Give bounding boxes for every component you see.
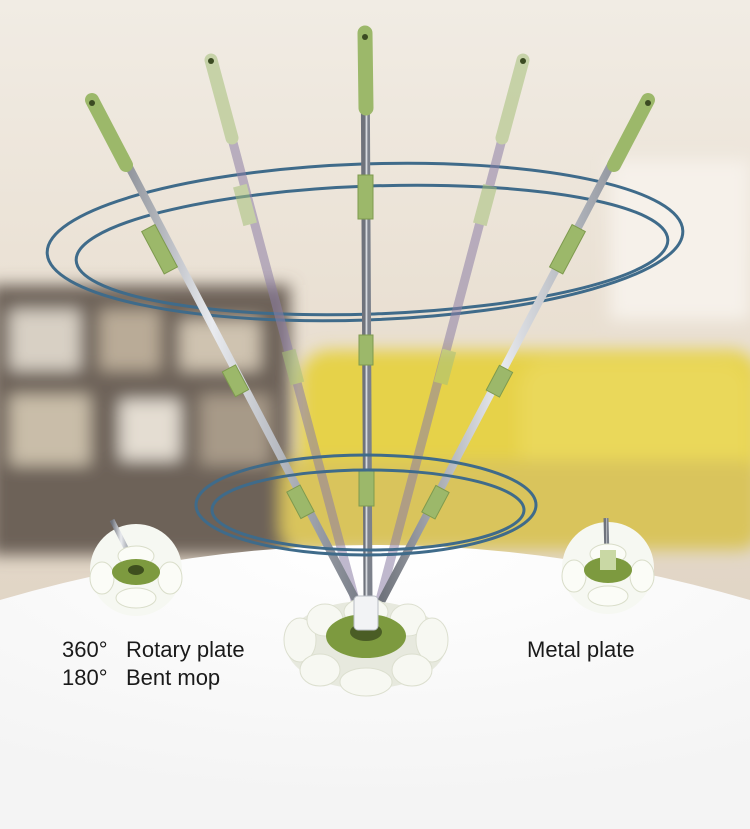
feature-line-rotary: 360° Rotary plate bbox=[62, 636, 245, 664]
lower-rotation-rings bbox=[194, 453, 538, 557]
mop-poles bbox=[85, 25, 655, 605]
degrees-value: 360° bbox=[62, 637, 108, 662]
feature-label: Metal plate bbox=[527, 637, 635, 662]
feature-label: Bent mop bbox=[126, 665, 221, 690]
metal-plate-caption: Metal plate bbox=[527, 636, 635, 664]
feature-line-bent: 180° Bent mop bbox=[62, 664, 245, 692]
rotary-features-caption: 360° Rotary plate 180° Bent mop bbox=[62, 636, 245, 692]
rotary-plate-inset bbox=[89, 518, 183, 616]
main-mop-head bbox=[283, 595, 449, 697]
metal-plate-inset bbox=[561, 517, 655, 614]
feature-label: Rotary plate bbox=[126, 637, 245, 662]
degrees-value: 180° bbox=[62, 665, 108, 690]
